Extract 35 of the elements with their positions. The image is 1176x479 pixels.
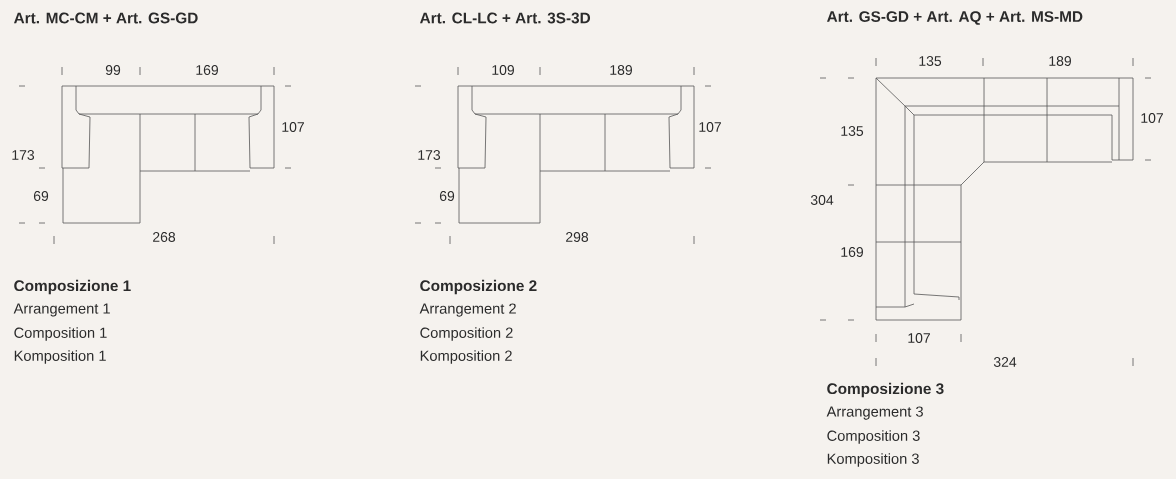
caption-text: Composition 3 (827, 430, 920, 444)
dimension-label: 173 (12, 150, 35, 160)
caption-text: Komposition 1 (14, 350, 106, 364)
dimension-label: 107 (1141, 113, 1163, 123)
dimension-label: 69 (439, 191, 455, 201)
caption-text: Komposition 3 (827, 453, 919, 467)
dimension-label: 107 (908, 333, 930, 343)
caption-text: Komposition 2 (420, 350, 512, 364)
dimension-label: 173 (418, 150, 441, 160)
dimension-label: 169 (841, 247, 863, 257)
caption-heading: Composizione 1 (14, 279, 131, 295)
caption-text: Composition 2 (420, 327, 513, 341)
dimension-label: 268 (153, 232, 176, 242)
dimension-label: 304 (810, 195, 834, 205)
caption-heading: Composizione 2 (420, 279, 537, 295)
dimension-label: 324 (993, 357, 1017, 367)
dimension-label: 189 (1049, 56, 1071, 66)
caption-text: Arrangement 3 (826, 406, 923, 420)
dimension-label: 107 (699, 122, 721, 132)
dimension-label: 135 (919, 56, 942, 66)
dimension-label: 109 (492, 65, 514, 75)
dimension-label: 298 (566, 232, 589, 242)
dimension-label: 135 (841, 126, 864, 136)
caption-text: Arrangement 1 (13, 303, 110, 317)
caption-heading: Composizione 3 (827, 382, 944, 398)
composition-title: Art. GS-GD + Art. AQ + Art. MS-MD (827, 11, 1083, 25)
composition-title: Art. MC-CM + Art. GS-GD (14, 12, 198, 24)
dimension-label: 69 (33, 191, 49, 201)
caption-text: Arrangement 2 (419, 303, 516, 317)
dimension-label: 107 (282, 122, 304, 132)
composition-title: Art. CL-LC + Art. 3S-3D (420, 12, 591, 24)
dimension-label: 189 (610, 65, 632, 75)
dimension-label: 169 (196, 65, 218, 75)
caption-text: Composition 1 (14, 327, 107, 341)
dimension-label: 99 (105, 65, 121, 75)
